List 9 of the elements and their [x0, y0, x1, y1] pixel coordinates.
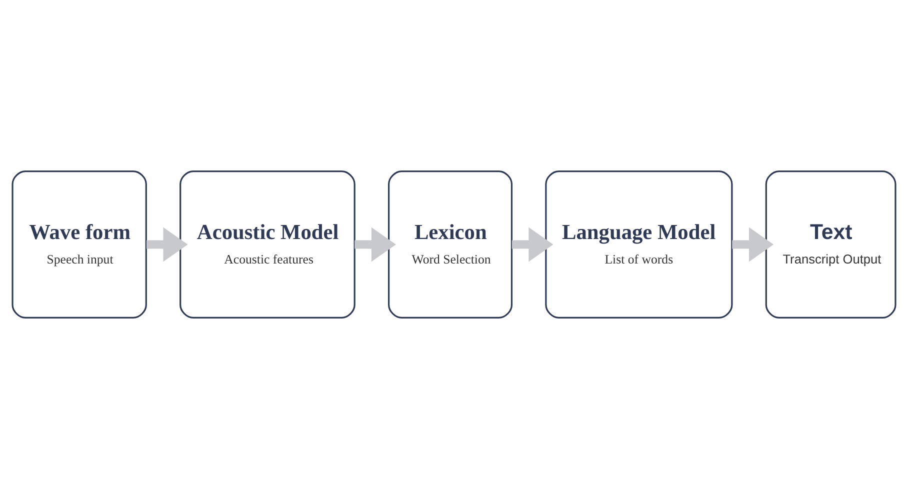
arrow [146, 227, 188, 262]
arrow [354, 227, 396, 262]
node-box: Acoustic Model Acoustic features [180, 170, 356, 319]
arrow [512, 227, 554, 262]
node-box: Text Transcript Output [765, 170, 896, 319]
arrow [732, 227, 774, 262]
node-box: Lexicon Word Selection [388, 170, 513, 319]
node-box: Language Model List of words [545, 170, 733, 319]
node-box: Wave form Speech input [12, 170, 147, 319]
